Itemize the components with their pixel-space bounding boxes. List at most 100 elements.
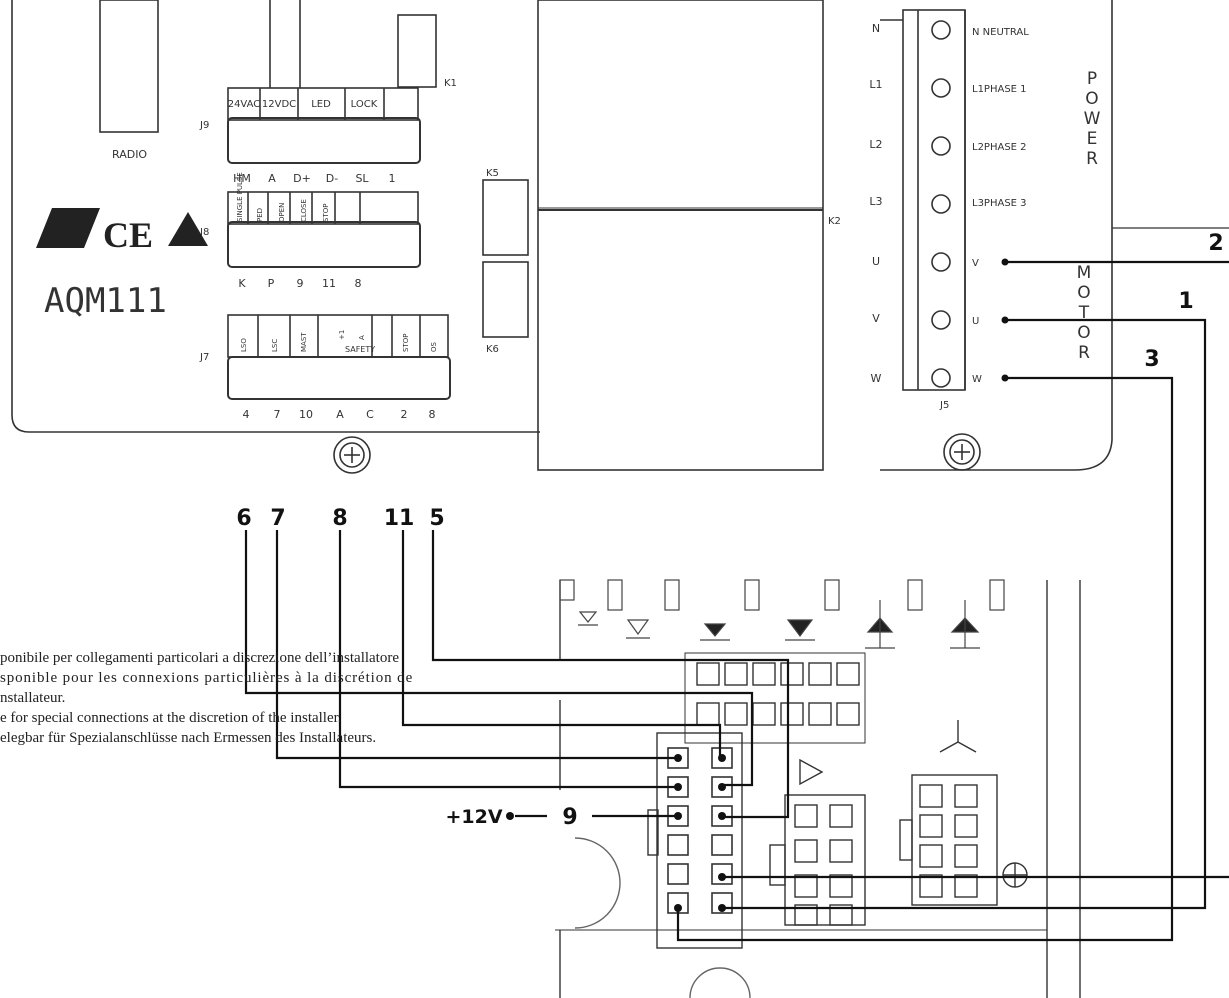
- ce-mark-icon: CE: [103, 215, 153, 255]
- vertical-letter: R: [1078, 343, 1090, 363]
- j8-bottom-label: 11: [322, 277, 336, 290]
- relay-k5: [482, 179, 529, 256]
- j9-bottom-label: D-: [326, 172, 338, 185]
- vertical-letter: M: [1077, 263, 1092, 283]
- terminal-screw: [931, 136, 951, 156]
- connector-pin: [711, 776, 733, 798]
- callout-number: 9: [562, 805, 577, 830]
- screw-icon: [943, 433, 981, 471]
- vertical-letter: T: [1078, 303, 1090, 323]
- transformer: [537, 0, 824, 471]
- j7-bottom-label: 4: [243, 408, 250, 421]
- j7-label: J7: [199, 352, 209, 363]
- callout-number: 5: [429, 506, 444, 531]
- j5-right-label: L3PHASE 3: [972, 198, 1027, 209]
- wire-6: [244, 530, 754, 787]
- j5-left-label: V: [872, 312, 880, 325]
- j5-left-label: L1: [869, 78, 882, 91]
- j9-top-label: 12VDC: [262, 99, 296, 110]
- vertical-letter: E: [1087, 129, 1098, 149]
- j7-bottom-label: 10: [299, 408, 313, 421]
- j5-right-label: V: [972, 258, 979, 269]
- side-connector: [899, 720, 998, 906]
- radio-label: RADIO: [112, 148, 147, 161]
- j7-bottom-label: C: [366, 408, 374, 421]
- j7-bottom-label: 7: [274, 408, 281, 421]
- j9-label: J9: [199, 120, 209, 131]
- k2-label: K2: [828, 216, 841, 227]
- vertical-letter: O: [1085, 89, 1098, 109]
- relay-k1: [397, 14, 437, 88]
- terminal-screw: [931, 368, 951, 388]
- vertical-letter: O: [1077, 323, 1090, 343]
- vertical-letter: P: [1087, 69, 1097, 89]
- upper-connector-grid: [684, 652, 866, 744]
- manufacturer-logo: [36, 208, 100, 248]
- j9-top-label: LOCK: [351, 99, 378, 110]
- j7-top-label: STOP: [402, 334, 410, 352]
- j7-top-label: LSO: [240, 338, 248, 352]
- terminal-screw: [931, 252, 951, 272]
- pin-dot: [718, 904, 726, 912]
- wire-dots: [506, 258, 1009, 912]
- j5-left-label: N: [872, 22, 880, 35]
- j7-top-label: OS: [430, 341, 438, 352]
- j8-bottom-label: 9: [297, 277, 304, 290]
- j9-bottom-label: SL: [355, 172, 369, 185]
- control-board: [11, 0, 1229, 474]
- note-line-en: e for special connections at the discret…: [0, 710, 342, 726]
- terminal-screw: [931, 310, 951, 330]
- j7-bottom-label: 2: [401, 408, 408, 421]
- connector-pin: [711, 892, 733, 914]
- vertical-letter: R: [1086, 149, 1098, 169]
- connector-pin: [711, 747, 733, 769]
- j8-bottom-label: 8: [355, 277, 362, 290]
- k6-label: K6: [486, 344, 499, 355]
- j5-left-label: W: [871, 372, 882, 385]
- terminal-screw: [931, 20, 951, 40]
- j9-bottom-label: D+: [293, 172, 311, 185]
- installer-note: ponibile per collegamenti particolari a …: [0, 648, 560, 748]
- j5-left-label: L3: [869, 195, 882, 208]
- wire-11: [401, 530, 722, 760]
- wire-3: [676, 376, 1174, 942]
- logo-marks: CE: [36, 208, 208, 255]
- j7-top-label: MAST: [300, 332, 308, 352]
- j5-right-label: U: [972, 316, 979, 327]
- j5-right-label: L1PHASE 1: [972, 84, 1027, 95]
- j9-bottom-label: A: [268, 172, 276, 185]
- pin-dot: [674, 812, 682, 820]
- j8-top-label: OPEN: [278, 203, 286, 222]
- pin-dot: [718, 873, 726, 881]
- wire-8: [338, 530, 678, 789]
- j5-left-label: L2: [869, 138, 882, 151]
- wire-5: [431, 530, 790, 819]
- pin-dot: [718, 783, 726, 791]
- wire-7: [275, 530, 678, 760]
- j5-right-label: N NEUTRAL: [972, 27, 1029, 38]
- j8-bottom-label: P: [268, 277, 275, 290]
- diode-symbols: [559, 579, 1005, 649]
- vertical-letter: W: [1084, 109, 1101, 129]
- callout-number: 3: [1144, 347, 1159, 372]
- relay-k6: [482, 261, 529, 338]
- main-connector: [647, 732, 743, 949]
- callout-number: 8: [332, 506, 347, 531]
- j7-safety-label: SAFETY: [345, 345, 375, 354]
- j7-bottom-label: 8: [429, 408, 436, 421]
- callout-number: 1: [1178, 289, 1193, 314]
- terminal-screw: [931, 78, 951, 98]
- j5-right-label: W: [972, 374, 982, 385]
- callout-number: 7: [270, 506, 285, 531]
- note-line-it: ponibile per collegamenti particolari a …: [0, 650, 400, 666]
- pin-dot: [718, 812, 726, 820]
- terminal-screws: [931, 20, 951, 388]
- j5-label: J5: [939, 400, 949, 411]
- callout-number: 11: [384, 506, 415, 531]
- j9-bottom-label: HM: [233, 172, 251, 185]
- connector-pin: [711, 863, 733, 885]
- vertical-letter: O: [1077, 283, 1090, 303]
